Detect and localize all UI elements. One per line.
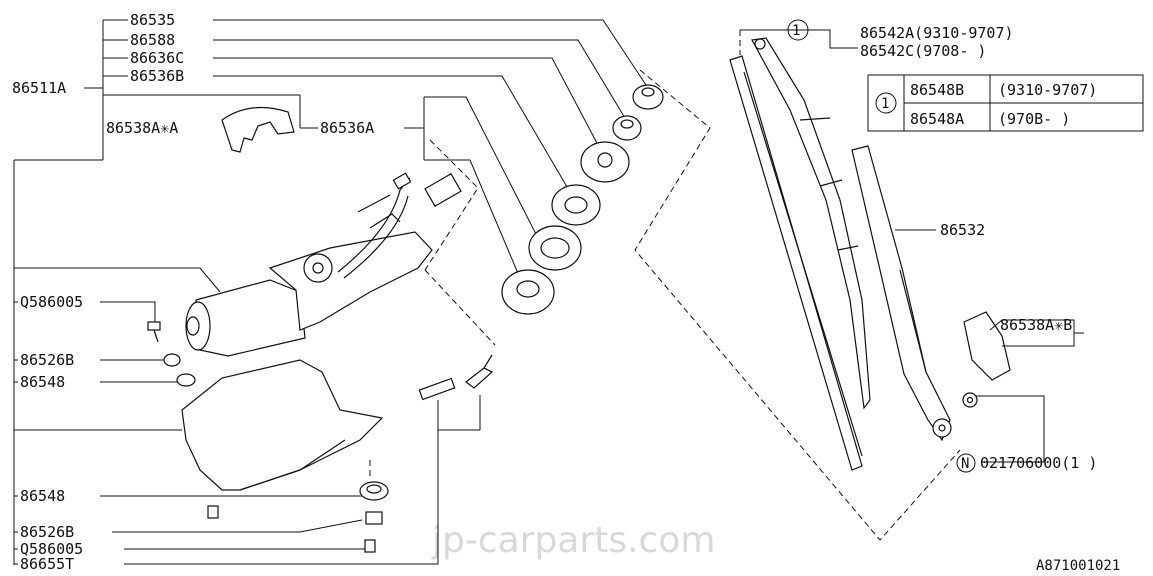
label-86535: 86535 [130,11,175,29]
watermark: jp-carparts.com [431,520,715,561]
label-86542A: 86542A(9310-9707) [860,24,1014,42]
bracket-plate-part [181,359,384,491]
callout-1-circle [787,19,809,41]
cover-a-part [221,106,295,153]
label-86655T: 86655T [20,555,74,573]
label-86526B-top: 86526B [20,351,74,369]
callout-1: 1 [792,23,800,39]
n-callout: N [961,456,969,472]
n-callout-circle [956,453,976,473]
label-86511A: 86511A [12,79,66,97]
label-q586005-top: Q586005 [20,293,83,311]
leader-lines-left [13,19,649,565]
leader-lines-right [740,29,1084,463]
label-021706000: 021706000(1 ) [980,454,1097,472]
label-86548-top: 86548 [20,373,65,391]
label-86538A-B: 86538A✳B [1000,316,1072,334]
wiper-arm-part [851,145,952,442]
bolt-washer-bottom [207,481,389,553]
label-86588: 86588 [130,31,175,49]
variant-table: 1 86548B (9310-9707) 86548A (970B- ) [867,74,1144,132]
label-86548-bottom: 86548 [20,487,65,505]
label-86542C: 86542C(9708- ) [860,42,986,60]
table-row-2-part: 86548A [910,110,964,128]
label-86532: 86532 [940,221,985,239]
table-row-1-range: (9310-9707) [998,81,1097,99]
label-86526B-bottom: 86526B [20,523,74,541]
table-row-1-part: 86548B [910,81,964,99]
label-86636C: 86636C [130,49,184,67]
label-86536A: 86536A [320,119,374,137]
label-q586005-bottom: Q586005 [20,540,83,558]
cover-b-part [963,311,1011,381]
diagram-code: A871001021 [1036,558,1120,574]
table-row-2-range: (970B- ) [998,110,1070,128]
table-key: 1 [881,96,889,112]
label-86538A-A: 86538A✳A [106,119,178,137]
label-86536B: 86536B [130,67,184,85]
wiper-blade-part [729,37,871,471]
dashed-guides [369,30,961,541]
grommet-stack [501,84,664,315]
bolt-washer-top [147,321,196,387]
wiper-motor-part [185,172,462,357]
hose-part [418,354,494,401]
